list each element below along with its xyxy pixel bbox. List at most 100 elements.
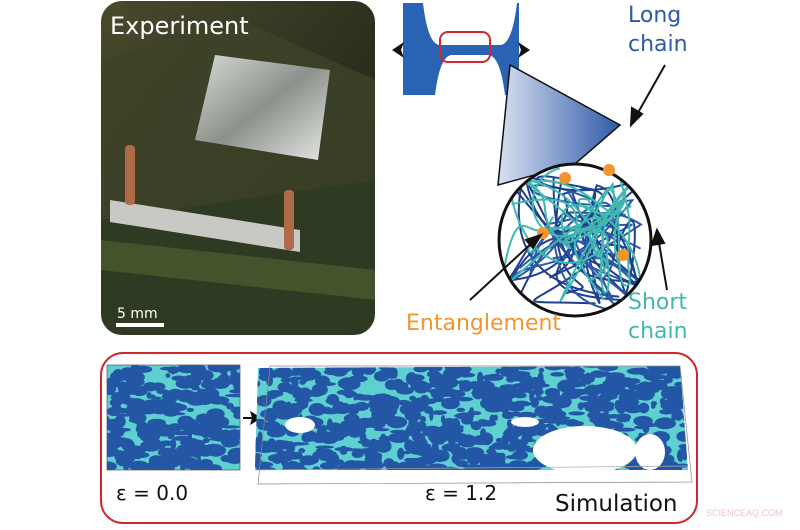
polymer-cluster <box>110 444 118 450</box>
polymer-cluster <box>521 374 532 380</box>
polymer-cluster <box>143 427 159 439</box>
polymer-cluster <box>579 395 596 401</box>
polymer-cluster <box>501 434 516 442</box>
polymer-cluster <box>275 402 286 413</box>
polymer-cluster <box>123 370 145 384</box>
polymer-cluster <box>534 405 550 417</box>
polymer-cluster <box>186 407 195 412</box>
polymer-cluster <box>188 422 195 435</box>
short-chain-label: Short <box>628 290 687 315</box>
polymer-cluster <box>138 409 156 415</box>
polymer-cluster <box>587 411 603 420</box>
polymer-cluster <box>136 421 149 432</box>
polymer-cluster <box>354 394 377 401</box>
polymer-cluster <box>674 465 683 470</box>
polymer-cluster <box>455 456 468 460</box>
polymer-cluster <box>505 454 527 460</box>
zoom-region-box <box>439 31 491 63</box>
polymer-cluster <box>614 399 626 412</box>
polymer-cluster <box>347 460 365 466</box>
polymer-cluster <box>517 411 537 419</box>
polymer-cluster <box>183 427 189 435</box>
polymer-cluster <box>179 425 184 430</box>
polymer-cluster <box>506 375 516 383</box>
polymer-cluster <box>506 426 525 433</box>
chain-network <box>497 162 653 318</box>
polymer-cluster <box>220 454 231 463</box>
polymer-cluster <box>194 384 199 388</box>
entanglement-dot <box>559 172 571 184</box>
entanglement-label: Entanglement <box>406 311 561 336</box>
polymer-cluster <box>118 381 127 385</box>
experiment-photo: Experiment 5 mm <box>100 0 376 336</box>
polymer-cluster <box>373 370 390 382</box>
polymer-cluster <box>165 373 171 378</box>
polymer-cluster <box>298 390 319 394</box>
polymer-cluster <box>301 371 311 382</box>
polymer-cluster <box>428 453 434 466</box>
polymer-cluster <box>188 445 195 457</box>
polymer-cluster <box>335 423 340 430</box>
polymer-cluster <box>378 415 400 425</box>
polymer-cluster <box>255 443 263 451</box>
polymer-cluster <box>441 375 446 388</box>
polymer-cluster <box>603 415 609 427</box>
short-chain <box>523 179 616 301</box>
polymer-cluster <box>325 452 340 465</box>
polymer-cluster <box>495 437 503 443</box>
polymer-cluster <box>198 433 216 437</box>
polymer-cluster <box>577 402 584 411</box>
long-chain-label: Long <box>628 3 681 28</box>
polymer-cluster <box>318 409 325 414</box>
polymer-cluster <box>165 456 181 468</box>
polymer-cluster <box>427 366 437 372</box>
polymer-cluster <box>318 379 330 385</box>
polymer-cluster <box>431 442 439 455</box>
polymer-cluster <box>501 411 515 420</box>
polymer-cluster <box>175 378 196 389</box>
polymer-cluster <box>479 396 502 410</box>
short-chain <box>499 200 625 302</box>
polymer-cluster <box>616 413 631 421</box>
polymer-cluster <box>277 382 293 393</box>
polymer-cluster <box>649 379 668 388</box>
polymer-cluster <box>280 377 294 383</box>
polymer-cluster <box>146 392 152 399</box>
polymer-cluster <box>339 445 348 455</box>
polymer-cluster <box>408 418 413 431</box>
polymer-cluster <box>543 418 556 422</box>
polymer-cluster <box>397 382 409 389</box>
long-chain-label: chain <box>628 32 688 57</box>
polymer-cluster <box>623 378 641 385</box>
polymer-cluster <box>322 408 340 415</box>
polymer-cluster <box>273 367 294 379</box>
polymer-cluster <box>126 403 143 413</box>
polymer-cluster <box>202 437 210 443</box>
polymer-cluster <box>660 386 681 400</box>
simulation-label: Simulation <box>555 491 678 517</box>
polymer-cluster <box>458 447 467 455</box>
polymer-cluster <box>611 422 624 429</box>
polymer-cluster <box>190 392 208 404</box>
polymer-cluster <box>207 464 222 470</box>
polymer-cluster <box>512 382 533 389</box>
polymer-cluster <box>121 384 142 395</box>
polymer-cluster <box>634 425 648 430</box>
polymer-cluster <box>369 438 379 448</box>
polymer-cluster <box>114 450 136 464</box>
polymer-cluster <box>255 466 277 470</box>
polymer-cluster <box>597 401 615 408</box>
polymer-cluster <box>457 434 478 448</box>
polymer-cluster <box>470 421 480 427</box>
polymer-cluster <box>172 435 192 441</box>
polymer-cluster <box>479 432 494 446</box>
polymer-cluster <box>147 418 167 427</box>
polymer-cluster <box>133 365 140 371</box>
polymer-cluster <box>370 452 379 465</box>
polymer-cluster <box>166 426 176 440</box>
polymer-cluster <box>170 367 176 375</box>
polymer-cluster <box>229 372 240 382</box>
polymer-cluster <box>570 420 584 427</box>
polymer-cluster <box>351 366 361 377</box>
polymer-cluster <box>142 399 158 408</box>
